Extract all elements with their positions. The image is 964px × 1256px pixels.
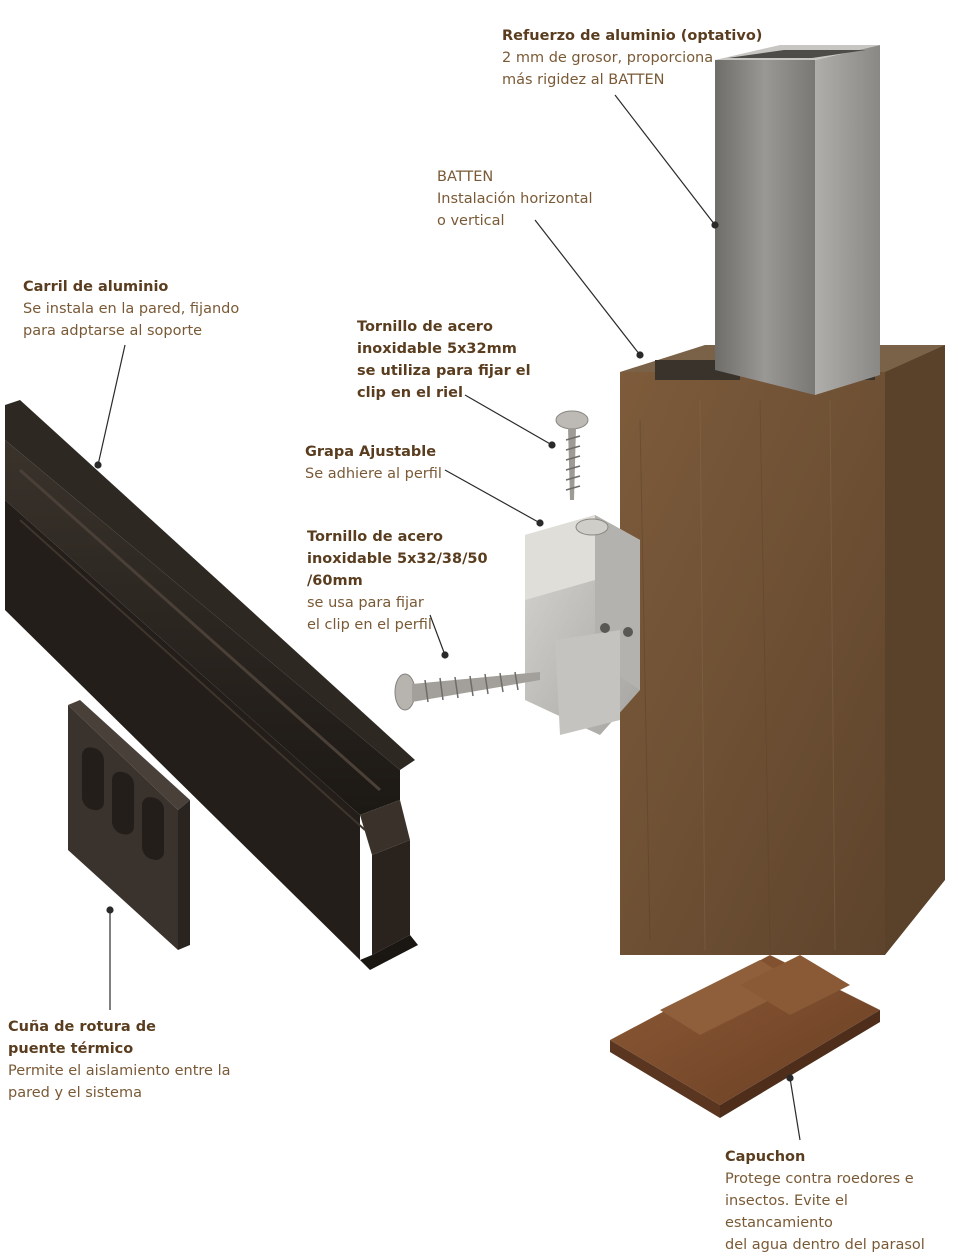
label-refuerzo-desc: 2 mm de grosor, proporciona más rigidez … xyxy=(502,50,714,88)
label-tornillo-2-desc: se usa para fijar el clip en el perfil xyxy=(307,595,432,633)
label-carril-desc: Se instala en la pared, fijando para adp… xyxy=(23,301,240,339)
screw-2 xyxy=(394,671,540,711)
label-refuerzo-title: Refuerzo de aluminio (optativo) xyxy=(502,28,763,44)
label-tornillo-1-title: Tornillo de acero inoxidable 5x32mm se u… xyxy=(357,319,531,401)
label-cuna-title: Cuña de rotura de puente térmico xyxy=(8,1019,156,1057)
label-refuerzo: Refuerzo de aluminio (optativo) 2 mm de … xyxy=(502,25,802,91)
label-capuchon-desc: Protege contra roedores e insectos. Evit… xyxy=(725,1171,925,1253)
label-capuchon: Capuchon Protege contra roedores e insec… xyxy=(725,1146,960,1256)
label-capuchon-title: Capuchon xyxy=(725,1149,806,1165)
aluminium-rail xyxy=(5,400,418,970)
label-tornillo-1: Tornillo de acero inoxidable 5x32mm se u… xyxy=(357,316,567,404)
label-cuna-desc: Permite el aislamiento entre la pared y … xyxy=(8,1063,231,1101)
label-batten-title: BATTEN xyxy=(437,169,494,185)
label-batten-desc: Instalación horizontal o vertical xyxy=(437,191,593,229)
screw-1 xyxy=(555,410,589,500)
label-carril-title: Carril de aluminio xyxy=(23,279,169,295)
label-grapa-title: Grapa Ajustable xyxy=(305,444,437,460)
label-tornillo-2: Tornillo de acero inoxidable 5x32/38/50 … xyxy=(307,526,527,636)
label-tornillo-2-title: Tornillo de acero inoxidable 5x32/38/50 … xyxy=(307,529,488,589)
end-cap xyxy=(610,955,880,1118)
wood-batten xyxy=(620,345,945,955)
adjustable-clip xyxy=(525,515,640,735)
label-carril: Carril de aluminio Se instala en la pare… xyxy=(23,276,283,342)
thermal-break-wedge xyxy=(68,700,190,950)
aluminium-reinforcement xyxy=(715,45,880,395)
label-batten: BATTEN Instalación horizontal o vertical xyxy=(437,166,657,232)
label-cuna: Cuña de rotura de puente térmico Permite… xyxy=(8,1016,268,1104)
label-grapa: Grapa Ajustable Se adhiere al perfil xyxy=(305,441,505,485)
leader-lines xyxy=(94,94,801,1141)
label-grapa-desc: Se adhiere al perfil xyxy=(305,466,442,482)
